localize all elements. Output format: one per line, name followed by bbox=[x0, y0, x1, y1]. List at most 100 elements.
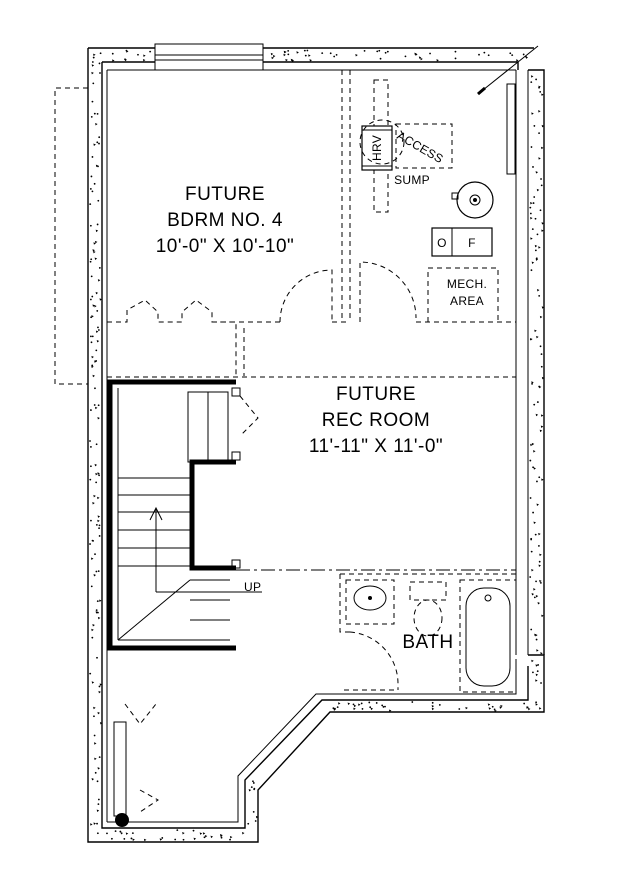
concrete-speckle bbox=[95, 523, 98, 526]
concrete-speckle bbox=[92, 624, 95, 627]
concrete-speckle bbox=[96, 340, 100, 343]
concrete-speckle bbox=[99, 722, 103, 725]
concrete-speckle bbox=[534, 244, 538, 248]
concrete-speckle bbox=[321, 52, 324, 55]
concrete-speckle bbox=[93, 715, 95, 718]
concrete-speckle bbox=[95, 330, 99, 333]
concrete-speckle bbox=[538, 132, 540, 135]
concrete-speckle bbox=[538, 85, 541, 89]
concrete-speckle bbox=[537, 602, 541, 605]
concrete-speckle bbox=[388, 709, 392, 712]
staircase bbox=[107, 379, 262, 651]
concrete-speckle bbox=[531, 261, 535, 264]
concrete-speckle bbox=[91, 335, 94, 338]
concrete-speckle bbox=[272, 54, 276, 58]
concrete-speckle bbox=[97, 515, 101, 518]
concrete-speckle bbox=[93, 53, 96, 57]
concrete-speckle bbox=[540, 425, 544, 429]
concrete-speckle bbox=[97, 496, 100, 500]
concrete-speckle bbox=[499, 706, 502, 709]
corner-leader bbox=[477, 45, 539, 96]
concrete-speckle bbox=[533, 403, 536, 406]
concrete-speckle bbox=[89, 298, 92, 301]
concrete-speckle bbox=[241, 831, 245, 835]
concrete-speckle bbox=[465, 706, 468, 710]
concrete-speckle bbox=[536, 670, 539, 673]
concrete-speckle bbox=[90, 258, 93, 261]
concrete-speckle bbox=[123, 838, 126, 840]
furnace-label: F bbox=[468, 236, 476, 250]
hall-closet bbox=[113, 721, 129, 827]
concrete-speckle bbox=[159, 838, 163, 841]
concrete-speckle bbox=[530, 81, 533, 84]
concrete-speckle bbox=[531, 593, 535, 596]
concrete-speckle bbox=[91, 355, 94, 359]
concrete-speckle bbox=[95, 443, 98, 446]
concrete-speckle bbox=[93, 143, 96, 147]
concrete-speckle bbox=[174, 838, 177, 841]
concrete-speckle bbox=[97, 199, 100, 202]
concrete-speckle bbox=[112, 59, 115, 62]
concrete-speckle bbox=[530, 75, 534, 78]
concrete-speckle bbox=[535, 595, 539, 598]
concrete-speckle bbox=[527, 707, 531, 711]
concrete-speckle bbox=[536, 649, 539, 652]
concrete-speckle bbox=[93, 494, 96, 498]
concrete-speckle bbox=[92, 374, 96, 378]
concrete-speckle bbox=[137, 53, 139, 56]
concrete-speckle bbox=[106, 832, 108, 835]
concrete-speckle bbox=[97, 711, 101, 715]
rec-room-dimensions: 11'-11" X 11'-0" bbox=[309, 436, 443, 457]
concrete-speckle bbox=[358, 703, 361, 706]
concrete-speckle bbox=[333, 55, 336, 58]
concrete-speckle bbox=[381, 704, 384, 707]
concrete-speckle bbox=[355, 54, 358, 57]
access-label: ACCESS bbox=[395, 128, 446, 166]
concrete-speckle bbox=[90, 316, 93, 319]
concrete-speckle bbox=[253, 787, 256, 790]
concrete-speckle bbox=[540, 652, 543, 655]
concrete-speckle bbox=[535, 664, 539, 667]
concrete-speckle bbox=[131, 832, 134, 835]
concrete-speckle bbox=[92, 82, 95, 85]
concrete-speckle bbox=[535, 673, 539, 677]
concrete-speckle bbox=[415, 53, 418, 56]
concrete-speckle bbox=[94, 463, 98, 467]
concrete-speckle bbox=[99, 683, 103, 686]
concrete-speckle bbox=[337, 702, 341, 705]
concrete-speckle bbox=[94, 240, 98, 244]
concrete-speckle bbox=[530, 201, 533, 205]
concrete-speckle bbox=[536, 288, 540, 292]
access-panel bbox=[395, 123, 453, 169]
concrete-speckle bbox=[93, 182, 96, 185]
concrete-speckle bbox=[98, 524, 101, 527]
concrete-speckle bbox=[487, 54, 490, 57]
concrete-speckle bbox=[386, 50, 389, 53]
concrete-speckle bbox=[97, 570, 100, 573]
concrete-speckle bbox=[99, 298, 102, 301]
concrete-speckle bbox=[458, 708, 461, 710]
concrete-speckle bbox=[529, 576, 532, 578]
concrete-speckle bbox=[538, 545, 540, 547]
concrete-speckle bbox=[90, 585, 93, 588]
concrete-speckle bbox=[309, 59, 312, 62]
concrete-speckle bbox=[220, 834, 223, 838]
concrete-speckle bbox=[541, 222, 545, 225]
concrete-speckle bbox=[535, 258, 539, 261]
concrete-speckle bbox=[91, 628, 94, 632]
concrete-speckle bbox=[98, 142, 100, 145]
concrete-speckle bbox=[539, 345, 542, 348]
concrete-speckle bbox=[541, 376, 545, 380]
concrete-speckle bbox=[411, 701, 414, 703]
concrete-speckle bbox=[203, 836, 206, 839]
concrete-speckle bbox=[509, 52, 512, 55]
concrete-speckle bbox=[532, 166, 534, 168]
concrete-speckle bbox=[384, 705, 386, 708]
concrete-speckle bbox=[92, 249, 95, 252]
concrete-speckle bbox=[530, 217, 533, 220]
concrete-speckle bbox=[94, 387, 96, 390]
concrete-speckle bbox=[97, 798, 100, 801]
concrete-speckle bbox=[99, 72, 101, 74]
concrete-speckle bbox=[93, 242, 96, 245]
right-window bbox=[506, 83, 516, 175]
